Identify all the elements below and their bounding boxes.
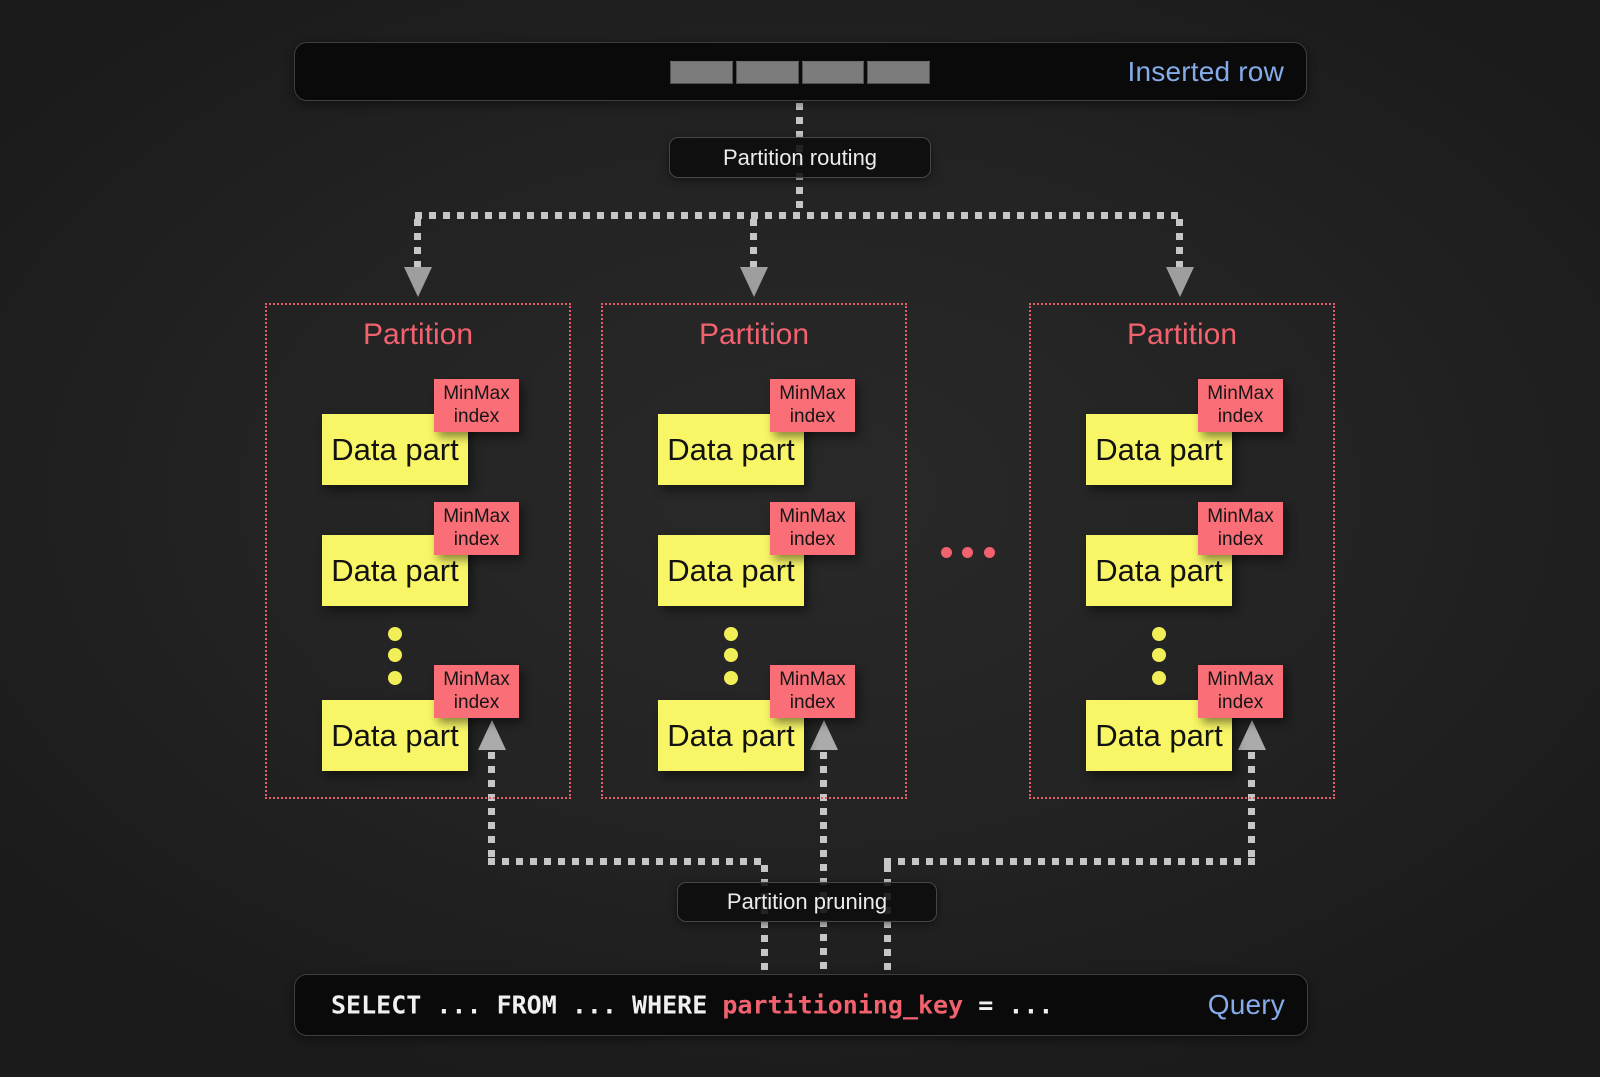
pruning-arrow-right-rise bbox=[1248, 752, 1255, 858]
more-parts-dot bbox=[388, 671, 402, 685]
query-label: Query bbox=[1207, 989, 1285, 1020]
partition-title: Partition bbox=[1126, 318, 1238, 351]
arrowhead-down-icon bbox=[740, 267, 768, 297]
more-parts-dot bbox=[1152, 627, 1166, 641]
pruning-arrow-right-run bbox=[884, 858, 1255, 865]
more-parts-dot bbox=[388, 627, 402, 641]
minmax-index-box: MinMax index bbox=[770, 379, 855, 432]
query-sql-text: SELECT ... FROM ... WHERE partitioning_k… bbox=[331, 991, 1053, 1020]
partition-pruning-pill: Partition pruning bbox=[677, 882, 937, 922]
pruning-arrow-left-rise bbox=[488, 752, 495, 858]
minmax-index-box: MinMax index bbox=[1198, 502, 1283, 555]
partition-routing-pill: Partition routing bbox=[669, 137, 931, 178]
inserted-row-bar: Inserted row bbox=[294, 42, 1307, 101]
minmax-index-box: MinMax index bbox=[434, 665, 519, 718]
inserted-row-cells bbox=[670, 61, 930, 84]
more-parts-dot bbox=[724, 648, 738, 662]
pruning-arrow-left-run bbox=[488, 858, 766, 865]
arrowhead-down-icon bbox=[404, 267, 432, 297]
partition-title: Partition bbox=[362, 318, 474, 351]
more-parts-dot bbox=[1152, 671, 1166, 685]
routing-arrow-drop-right bbox=[1176, 219, 1183, 267]
sql-tail-clause: = ... bbox=[963, 990, 1054, 1020]
sql-partitioning-key: partitioning_key bbox=[722, 990, 964, 1020]
more-parts-dot bbox=[388, 648, 402, 662]
sql-select-clause: SELECT ... FROM ... WHERE bbox=[331, 990, 723, 1020]
data-part-box: Data part bbox=[1086, 414, 1232, 485]
minmax-index-box: MinMax index bbox=[1198, 379, 1283, 432]
partition-title: Partition bbox=[698, 318, 810, 351]
arrowhead-down-icon bbox=[1166, 267, 1194, 297]
more-parts-dot bbox=[1152, 648, 1166, 662]
inserted-row-cell bbox=[801, 61, 865, 84]
minmax-index-box: MinMax index bbox=[770, 502, 855, 555]
minmax-index-box: MinMax index bbox=[434, 502, 519, 555]
pruning-arrow-middle bbox=[820, 752, 827, 974]
minmax-index-box: MinMax index bbox=[1198, 665, 1283, 718]
inserted-row-cell bbox=[867, 61, 930, 84]
minmax-index-box: MinMax index bbox=[434, 379, 519, 432]
more-parts-dot bbox=[724, 671, 738, 685]
routing-arrow-drop-left bbox=[414, 219, 421, 267]
routing-arrow-branch bbox=[415, 212, 1181, 219]
minmax-index-box: MinMax index bbox=[770, 665, 855, 718]
query-bar: SELECT ... FROM ... WHERE partitioning_k… bbox=[294, 974, 1308, 1036]
inserted-row-cell bbox=[670, 61, 733, 84]
data-part-box: Data part bbox=[322, 700, 468, 771]
inserted-row-cell bbox=[735, 61, 799, 84]
more-parts-dot bbox=[724, 627, 738, 641]
inserted-row-label: Inserted row bbox=[1127, 55, 1284, 87]
routing-arrow-drop-middle bbox=[750, 219, 757, 267]
